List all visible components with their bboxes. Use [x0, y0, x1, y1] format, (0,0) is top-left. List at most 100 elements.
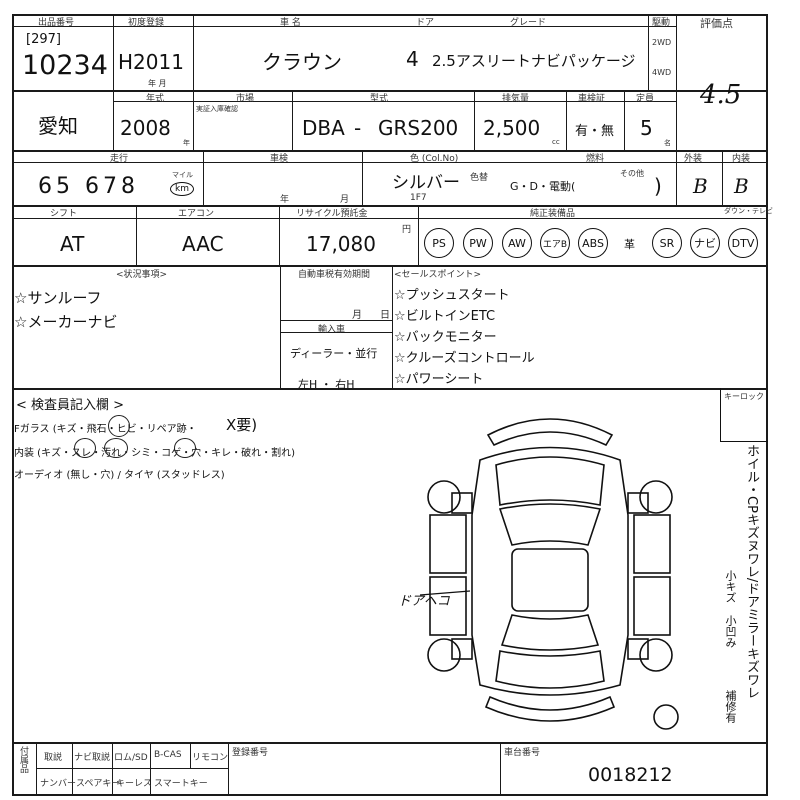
inspection: 有・無: [575, 124, 615, 139]
interior: B: [734, 174, 749, 198]
first-reg-value: H2011: [118, 50, 184, 74]
keylock-box: [720, 388, 768, 442]
mark-circle: [104, 438, 128, 458]
fuel-label: 燃料: [586, 154, 605, 164]
capacity-unit: 名: [664, 139, 671, 147]
year: 2008: [120, 116, 171, 140]
rule-h: [280, 320, 392, 321]
keylock-label: キーロック: [724, 392, 764, 401]
rule-v: [279, 205, 280, 266]
inspector-title: < 検査員記入欄 >: [16, 398, 125, 413]
fuel-close: ): [654, 174, 662, 198]
aircon: AAC: [182, 232, 224, 256]
displacement-unit: cc: [552, 138, 560, 146]
rule-v: [292, 90, 293, 151]
expiry-day: 日: [380, 310, 390, 321]
type-prefix: DBA: [302, 116, 345, 140]
drive-4wd: 4WD: [652, 68, 672, 77]
accessories-label: 付属品: [17, 746, 30, 773]
rule-v: [566, 90, 567, 151]
first-reg-label: 初度登録: [128, 18, 165, 28]
equipment-ps-text: PS: [432, 236, 446, 250]
recycle-unit: 円: [402, 225, 412, 235]
score: 4.5: [700, 80, 742, 110]
acc-item: 取説: [44, 753, 63, 763]
rule-v: [72, 742, 73, 796]
acc-item: リモコン: [192, 753, 229, 763]
equipment-label: 純正装備品: [530, 209, 576, 219]
type-label: 型式: [370, 94, 389, 104]
mark-circle: [74, 438, 96, 458]
market-label: 市場: [236, 94, 255, 104]
equipment-dtv-text: DTV: [731, 236, 755, 250]
rule-h: [12, 218, 768, 219]
color-label: 色 (Col.No): [410, 154, 459, 164]
glass-mark: X要): [226, 416, 258, 434]
selling-point: ☆バックモニター: [394, 330, 497, 345]
rule-v: [280, 265, 281, 389]
market-sub: 実証入庫確認: [196, 105, 238, 113]
year-month-label: 年 月: [148, 79, 167, 88]
equipment-pw-text: PW: [469, 236, 487, 250]
note-item: ☆メーカーナビ: [14, 313, 118, 331]
acc-item: ナビ取説: [74, 753, 111, 763]
lot-bracket: [297]: [26, 32, 61, 47]
doors-label: ドア: [416, 18, 435, 28]
rule-row3: [12, 205, 768, 207]
notes-label: <状況事項>: [116, 270, 168, 280]
wheel-legend-2: 小キズ: [722, 570, 738, 603]
equipment-aw-text: AW: [508, 236, 526, 250]
month-mark: 月: [340, 195, 350, 205]
shift-label: シフト: [50, 209, 78, 219]
equipment-pw: PW: [463, 228, 493, 258]
exterior: B: [693, 174, 708, 198]
sticky-note: ドアヘコ: [398, 594, 450, 609]
rule-v: [722, 150, 723, 206]
drive-label: 駆動: [652, 18, 671, 28]
rule-v: [648, 14, 649, 91]
audio-line: オーディオ (無し・穴) / タイヤ (スタッドレス): [14, 470, 225, 481]
selling-point: ☆ビルトインETC: [394, 309, 496, 324]
exterior-label: 外装: [684, 154, 703, 164]
mileage-unit-km-text: km: [175, 184, 189, 194]
rule-v: [193, 14, 194, 91]
model-name: クラウン: [262, 50, 342, 74]
wheel-legend-4: 補修有: [722, 690, 738, 723]
wheel-legend: ホイル・CPキズヌワレ/ドアミラーキズワレ: [742, 444, 760, 744]
rule-h: [36, 768, 228, 769]
equipment-dtv: DTV: [728, 228, 758, 258]
mileage-unit-km: km: [170, 182, 194, 196]
rule-v: [392, 265, 393, 389]
rule-v: [136, 205, 137, 266]
wheel-legend-3: 小凹み: [722, 615, 738, 648]
year-label: 年式: [146, 94, 165, 104]
color-change: 色替: [470, 173, 489, 183]
recycle: 17,080: [306, 232, 376, 256]
type-code: GRS200: [378, 116, 459, 140]
expiry-month: 月: [352, 310, 362, 321]
rule-v: [113, 14, 114, 151]
equipment-navi-text: ナビ: [694, 237, 716, 250]
shift: AT: [60, 232, 85, 256]
equipment-last-label: ダウン・テレビ: [724, 207, 773, 215]
capacity: 5: [640, 116, 653, 140]
selling-point: ☆クルーズコントロール: [394, 351, 535, 366]
type-dash: -: [354, 116, 362, 140]
rule-v: [362, 150, 363, 206]
rule-v: [676, 150, 677, 206]
rule-v: [112, 742, 113, 796]
region: 愛知: [38, 114, 78, 138]
grade-label: グレード: [510, 18, 547, 28]
aircon-label: エアコン: [178, 209, 215, 219]
chassis-label: 車台番号: [504, 748, 541, 758]
glass-line: Fガラス (キズ・飛石・ヒビ・リペア跡・: [14, 424, 197, 435]
displacement-label: 排気量: [502, 94, 530, 104]
rule-v: [36, 742, 37, 796]
rule-v: [228, 742, 229, 796]
mark-circle: [174, 438, 196, 458]
import-label: 輸入車: [318, 325, 346, 335]
year-mark: 年: [280, 195, 290, 205]
rule-v: [474, 90, 475, 151]
fuel-options: G・D・電動(: [510, 180, 576, 193]
fuel-other: その他: [620, 169, 644, 178]
